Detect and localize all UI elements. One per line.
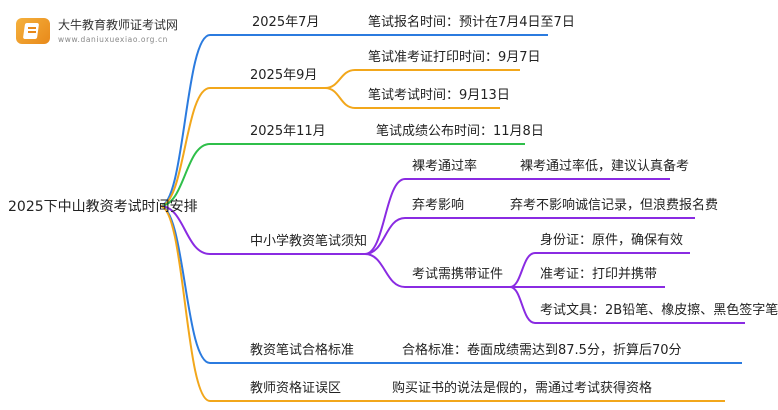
link-doc-stationery [509, 286, 536, 324]
site-name: 大牛教育教师证考试网 [58, 18, 179, 32]
site-logo: 大牛教育教师证考试网 www.daniuxuexiao.org.cn [16, 16, 196, 48]
link-notice-documents [364, 253, 406, 288]
notice-documents: 考试需携带证件 [412, 267, 504, 282]
notice-absence: 弃考影响 [412, 198, 465, 213]
standard-detail: 合格标准：卷面成绩需达到87.5分，折算后70分 [402, 343, 682, 358]
nov-results: 笔试成绩公布时间：11月8日 [376, 124, 544, 139]
link-sep-child-1 [324, 69, 356, 89]
link-doc-idcard [509, 252, 536, 288]
branch-myth: 教师资格证误区 [250, 381, 342, 396]
jul-registration: 笔试报名时间：预计在7月4日至7日 [368, 15, 575, 30]
branch-sep: 2025年9月 [250, 68, 318, 83]
link-root-sep [159, 87, 211, 207]
branch-standard: 教资笔试合格标准 [250, 343, 355, 358]
sep-exam-date: 笔试考试时间：9月13日 [368, 88, 510, 103]
link-notice-passrate [364, 178, 406, 255]
branch-notice: 中小学教资笔试须知 [250, 234, 368, 249]
link-sep-child-2 [324, 87, 356, 109]
branch-nov: 2025年11月 [250, 124, 326, 139]
link-root-jul [159, 34, 211, 207]
mind-map-canvas: 大牛教育教师证考试网 www.daniuxuexiao.org.cn 2025下… [0, 0, 750, 410]
link-root-notice [159, 205, 211, 255]
myth-detail: 购买证书的说法是假的，需通过考试获得资格 [392, 381, 653, 396]
absence-detail: 弃考不影响诚信记录，但浪费报名费 [510, 198, 719, 213]
mind-map-connectors [159, 34, 745, 402]
book-logo-icon [16, 18, 50, 44]
branch-jul: 2025年7月 [252, 15, 320, 30]
site-url: www.daniuxuexiao.org.cn [58, 35, 169, 44]
root-node: 2025下中山教资考试时间安排 [8, 199, 198, 215]
notice-passrate: 裸考通过率 [412, 159, 478, 174]
doc-idcard: 身份证：原件，确保有效 [540, 233, 684, 248]
sep-admission-ticket: 笔试准考证打印时间：9月7日 [368, 50, 541, 65]
doc-stationery: 考试文具：2B铅笔、橡皮擦、黑色签字笔 [540, 303, 778, 318]
passrate-detail: 裸考通过率低，建议认真备考 [520, 159, 690, 174]
doc-ticket: 准考证：打印并携带 [540, 267, 658, 282]
link-root-myth [159, 205, 211, 402]
link-notice-absence [364, 217, 406, 255]
link-root-nov [159, 143, 211, 207]
